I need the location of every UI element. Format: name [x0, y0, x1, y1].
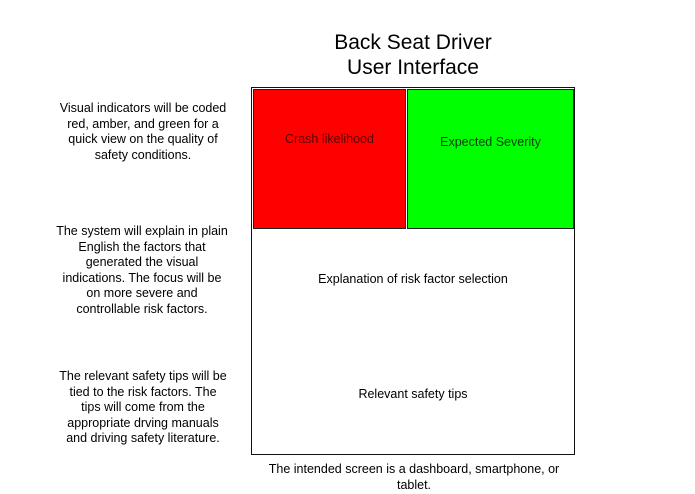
note-line: Visual indicators will be coded [59, 101, 227, 115]
crash-likelihood-indicator: Crash likelihood [253, 89, 406, 229]
safety-tips-section: Relevant safety tips [358, 387, 468, 401]
explanation-section: Explanation of risk factor selection [318, 272, 508, 286]
note-line: on more severe and [86, 286, 198, 300]
note-line: appropriate drving manuals [67, 415, 219, 430]
note-line: safety conditions. [94, 147, 192, 162]
note-line: English the factors that [78, 239, 206, 254]
expected-severity-indicator: Expected Severity [407, 89, 574, 229]
crash-likelihood-label: Crash likelihood [285, 132, 374, 146]
note-line: controllable risk factors. [76, 301, 208, 316]
note-explanation: The system will explain in plain English… [44, 224, 240, 317]
note-line: The relevant safety tips will be [59, 369, 227, 383]
note-line: quick view on the quality of [68, 132, 218, 146]
title-line-1: Back Seat Driver [334, 31, 492, 54]
note-line: indications. The focus will be [62, 270, 222, 285]
expected-severity-label: Expected Severity [440, 135, 541, 149]
caption-line-2: tablet. [396, 478, 432, 492]
screen-mockup: Crash likelihood Expected Severity Expla… [251, 87, 575, 455]
title-line-2: User Interface [347, 56, 479, 79]
caption: The intended screen is a dashboard, smar… [256, 461, 572, 493]
note-safety-tips: The relevant safety tips will be tied to… [46, 369, 240, 447]
note-line: The system will explain in plain [56, 224, 228, 238]
diagram-title: Back Seat Driver User Interface [250, 30, 576, 80]
caption-line-1: The intended screen is a dashboard, smar… [268, 462, 560, 476]
note-line: tied to the risk factors. The [69, 384, 217, 399]
note-line: tips will come from the [81, 400, 205, 414]
note-line: generated the visual [85, 255, 199, 269]
note-line: and driving safety literature. [66, 431, 220, 445]
note-visual-indicators: Visual indicators will be coded red, amb… [48, 101, 238, 163]
note-line: red, amber, and green for a [67, 116, 219, 131]
